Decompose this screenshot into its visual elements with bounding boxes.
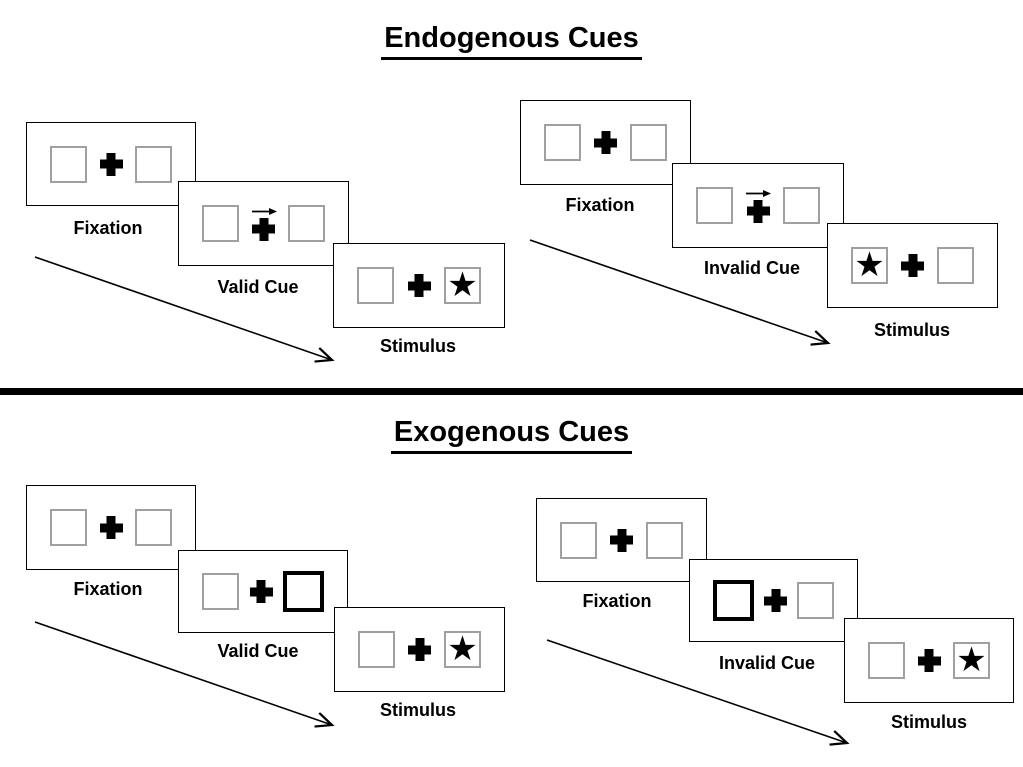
right-placeholder-box [783, 187, 820, 224]
left-placeholder-box [544, 124, 581, 161]
central-cue-stack [251, 207, 277, 241]
right-cue-box [283, 571, 324, 612]
frame-label: Fixation [73, 579, 143, 599]
right-target-box: ★ [953, 642, 990, 679]
frame-fixation [26, 122, 196, 206]
right-placeholder-box [937, 247, 974, 284]
left-cue-box [713, 580, 754, 621]
time-arrow-icon [546, 639, 859, 753]
frame-fixation [26, 485, 196, 570]
central-cue-stack [745, 189, 771, 223]
fixation-cross-icon [764, 589, 787, 612]
frame-fixation [536, 498, 707, 582]
fixation-cross-icon [408, 274, 431, 297]
endogenous-section-title: Endogenous Cues [0, 22, 1023, 60]
frame-label: Fixation [582, 591, 652, 611]
fixation-cross-icon [252, 218, 275, 241]
frame-valid-cue [178, 550, 348, 633]
time-arrow-icon [34, 256, 345, 370]
exogenous-section-title: Exogenous Cues [0, 416, 1023, 454]
frame-stimulus: ★ [333, 243, 505, 328]
left-placeholder-box [696, 187, 733, 224]
frame-label: Fixation [565, 195, 635, 215]
fixation-cross-icon [594, 131, 617, 154]
left-placeholder-box [50, 509, 87, 546]
right-placeholder-box [288, 205, 325, 242]
star-stimulus-icon: ★ [447, 628, 478, 669]
right-placeholder-box [646, 521, 683, 559]
left-target-box: ★ [851, 247, 888, 284]
left-placeholder-box [50, 145, 87, 183]
frame-label: Stimulus [873, 320, 950, 340]
arrow-cue-icon [251, 207, 277, 215]
frame-stimulus: ★ [844, 618, 1014, 703]
left-placeholder-box [357, 267, 394, 304]
right-placeholder-box [630, 124, 667, 161]
fixation-cross-icon [901, 254, 924, 277]
section-divider [0, 388, 1023, 395]
fixation-cross-icon [250, 580, 273, 603]
time-arrow-icon [529, 239, 840, 353]
fixation-cross-icon [408, 638, 431, 661]
frame-stimulus: ★ [827, 223, 998, 308]
fixation-cross-icon [100, 516, 123, 539]
frame-label: Stimulus [890, 712, 967, 732]
star-stimulus-icon: ★ [956, 639, 987, 680]
fixation-cross-icon [747, 200, 770, 223]
page-title: Endogenous Cues [381, 22, 642, 60]
left-placeholder-box [202, 205, 239, 242]
frame-stimulus: ★ [334, 607, 505, 692]
frame-invalid-cue [689, 559, 858, 642]
page-title: Exogenous Cues [390, 416, 633, 454]
frame-valid-cue [178, 181, 349, 266]
arrow-cue-icon [746, 189, 771, 197]
frame-label: Invalid Cue [718, 653, 816, 673]
frame-label: Stimulus [379, 700, 456, 720]
frame-fixation [520, 100, 691, 185]
star-stimulus-icon: ★ [854, 244, 885, 285]
frame-label: Invalid Cue [703, 258, 801, 278]
right-target-box: ★ [444, 631, 481, 668]
right-placeholder-box [135, 145, 172, 183]
frame-invalid-cue [672, 163, 844, 248]
right-target-box: ★ [444, 267, 481, 304]
right-placeholder-box [797, 582, 834, 619]
time-arrow-icon [34, 621, 345, 735]
left-placeholder-box [202, 573, 239, 610]
frame-label: Fixation [73, 218, 143, 238]
star-stimulus-icon: ★ [447, 264, 478, 305]
frame-label: Valid Cue [217, 277, 299, 297]
fixation-cross-icon [100, 153, 123, 176]
left-placeholder-box [358, 631, 395, 668]
fixation-cross-icon [918, 649, 941, 672]
frame-label: Stimulus [379, 336, 456, 356]
fixation-cross-icon [610, 529, 633, 552]
left-placeholder-box [560, 521, 597, 559]
right-placeholder-box [135, 509, 172, 546]
left-placeholder-box [868, 642, 905, 679]
frame-label: Valid Cue [217, 641, 299, 661]
